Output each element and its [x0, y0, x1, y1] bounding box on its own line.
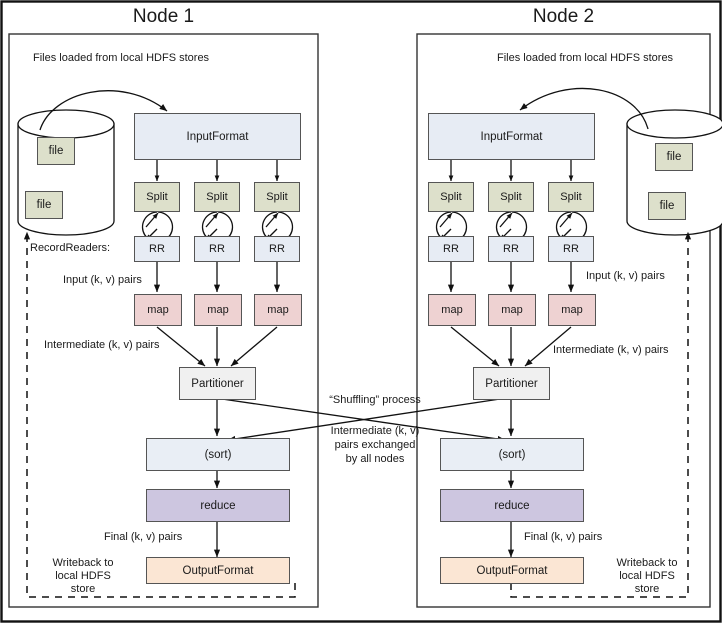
shuffling-detail-label: Intermediate (k, v) pairs exchanged by a… — [310, 424, 440, 466]
node2-writeback-label: Writeback to local HDFS store — [601, 557, 693, 596]
node1-recordreader-box-3: RR — [254, 236, 300, 262]
node1-file-box-1: file — [37, 137, 75, 165]
shuffle-arrow-n2-to-n1 — [227, 398, 501, 442]
node2-file-box-2: file — [648, 192, 686, 220]
node1-outputformat-box: OutputFormat — [146, 557, 290, 584]
node2-load-arrow — [519, 87, 649, 130]
node2-panel — [416, 33, 711, 608]
node2-writeback-line-1: Writeback to — [616, 557, 678, 569]
node1-final-pairs-label: Final (k, v) pairs — [104, 531, 183, 543]
node1-writeback-path — [23, 231, 296, 598]
node1-writeback-line-1: Writeback to — [52, 557, 114, 569]
node1-recordreader-box-1: RR — [134, 236, 180, 262]
node1-map-box-3: map — [254, 294, 302, 326]
node2-map-box-2: map — [488, 294, 536, 326]
node2-writeback-path — [510, 231, 692, 598]
node1-intermediate-pairs-label: Intermediate (k, v) pairs — [44, 339, 160, 351]
node1-sort-box: (sort) — [146, 438, 290, 471]
node1-writeback-line-3: store — [70, 583, 96, 595]
node1-inputformat-box: InputFormat — [134, 113, 301, 160]
node1-recordreaders-label: RecordReaders: — [30, 242, 111, 254]
node2-recordreader-box-1: RR — [428, 236, 474, 262]
node1-writeback-line-2: local HDFS — [55, 570, 111, 582]
node2-inputformat-box: InputFormat — [428, 113, 595, 160]
node1-map-box-2: map — [194, 294, 242, 326]
node2-writeback-line-3: store — [634, 583, 660, 595]
node2-sort-box: (sort) — [440, 438, 584, 471]
node2-files-loaded-caption: Files loaded from local HDFS stores — [497, 52, 674, 64]
shuffle-detail-line-1: Intermediate (k, v) — [330, 425, 420, 437]
node1-partitioner-box: Partitioner — [179, 367, 256, 400]
node1-map-box-1: map — [134, 294, 182, 326]
node2-file-box-1: file — [655, 143, 693, 171]
node1-split-box-3: Split — [254, 182, 300, 212]
node1-recordreader-box-2: RR — [194, 236, 240, 262]
node1-writeback-label: Writeback to local HDFS store — [37, 557, 129, 596]
node2-recordreader-box-3: RR — [548, 236, 594, 262]
node2-writeback-line-2: local HDFS — [619, 570, 675, 582]
node1-files-loaded-caption: Files loaded from local HDFS stores — [33, 52, 210, 64]
node1-title: Node 1 — [132, 6, 195, 27]
node1-input-pairs-label: Input (k, v) pairs — [63, 274, 142, 286]
node2-reduce-box: reduce — [440, 489, 584, 522]
shuffle-detail-line-3: by all nodes — [345, 453, 405, 465]
node2-intermediate-pairs-label: Intermediate (k, v) pairs — [553, 344, 669, 356]
node2-split-box-1: Split — [428, 182, 474, 212]
node1-file-box-2: file — [25, 191, 63, 219]
node2-final-pairs-label: Final (k, v) pairs — [524, 531, 603, 543]
shuffling-process-label: “Shuffling” process — [329, 394, 421, 406]
node2-outputformat-box: OutputFormat — [440, 557, 584, 584]
node2-title: Node 2 — [532, 6, 595, 27]
node1-split-box-1: Split — [134, 182, 180, 212]
node1-split-box-2: Split — [194, 182, 240, 212]
node1-reduce-box: reduce — [146, 489, 290, 522]
node1-panel — [8, 33, 319, 608]
node2-map-box-3: map — [548, 294, 596, 326]
node2-input-pairs-label: Input (k, v) pairs — [586, 270, 665, 282]
node2-split-box-2: Split — [488, 182, 534, 212]
node2-map-box-1: map — [428, 294, 476, 326]
node2-recordreader-box-2: RR — [488, 236, 534, 262]
node2-partitioner-box: Partitioner — [473, 367, 550, 400]
node2-split-box-3: Split — [548, 182, 594, 212]
shuffle-detail-line-2: pairs exchanged — [334, 439, 416, 451]
node1-load-arrow — [39, 90, 168, 131]
